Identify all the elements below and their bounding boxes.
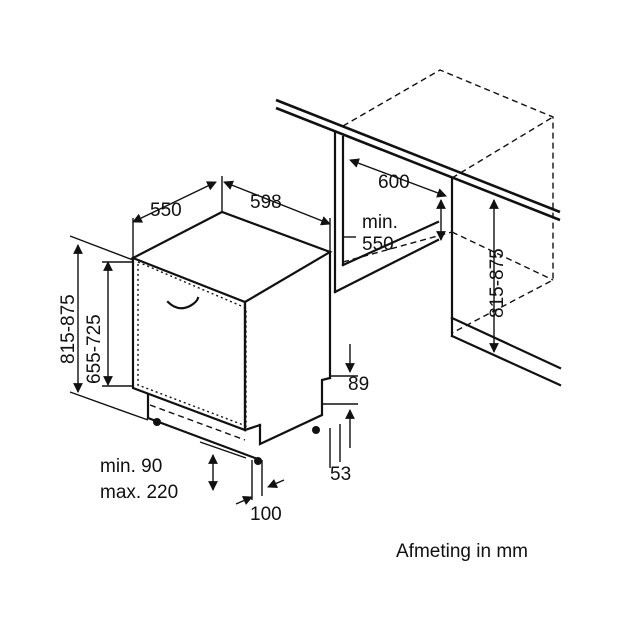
niche-width-label: 600	[378, 172, 410, 193]
foot-height-label: 89	[348, 374, 369, 395]
niche-depth-label-line2: 550	[362, 234, 394, 255]
plinth-depth-label: 100	[250, 504, 282, 525]
niche-depth-label-line1: min.	[362, 212, 398, 233]
niche-drawing	[275, 69, 562, 387]
width-label: 598	[250, 192, 282, 213]
caption: Afmeting in mm	[396, 541, 528, 562]
plinth-min-label: min. 90	[100, 456, 162, 477]
niche-height-label: 815-875	[487, 248, 508, 318]
total-height-label: 815-875	[58, 294, 79, 364]
door-height-label: 655-725	[84, 314, 105, 384]
plinth-max-label: max. 220	[100, 482, 178, 503]
depth-label: 550	[150, 200, 182, 221]
foot-depth-label: 53	[330, 464, 351, 485]
dishwasher-drawing	[69, 176, 358, 506]
